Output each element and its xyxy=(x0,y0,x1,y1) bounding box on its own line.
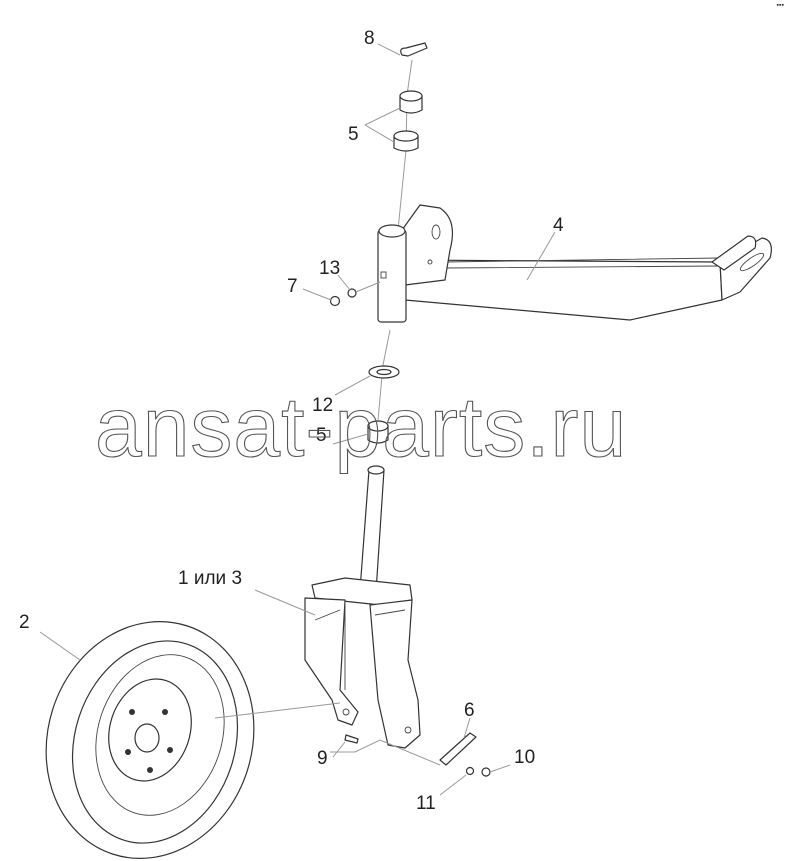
label-10: 10 xyxy=(514,747,535,768)
part-4-frame-arm xyxy=(377,204,772,323)
part-5-bushing-lower xyxy=(393,130,419,152)
label-12: 12 xyxy=(312,395,333,416)
corner-mark: ▪▪▪ xyxy=(776,2,784,9)
label-2: 2 xyxy=(19,612,30,633)
fork-shaft xyxy=(359,465,385,593)
label-5-lower: 5 xyxy=(316,425,327,446)
label-9: 9 xyxy=(317,748,328,769)
label-4: 4 xyxy=(553,215,564,236)
part-2-wheel xyxy=(45,621,255,859)
part-5-bushing-upper xyxy=(399,90,423,114)
label-6: 6 xyxy=(464,700,475,721)
label-11: 11 xyxy=(416,793,436,814)
part-11-washer xyxy=(465,766,475,776)
assembly-axis-line xyxy=(377,59,413,421)
label-13: 13 xyxy=(319,258,340,279)
part-6-plate xyxy=(439,732,477,766)
part-5-bushing-shaft xyxy=(367,420,389,444)
label-1-or-3: 1 или 3 xyxy=(178,568,242,589)
part-13-grease-fitting xyxy=(347,288,357,298)
part-9-bolt xyxy=(344,734,359,744)
leader-lines xyxy=(39,43,556,796)
part-8-pin xyxy=(400,42,428,57)
watermark: ansat-parts.ru xyxy=(95,380,627,474)
axle-line xyxy=(214,702,441,766)
label-5-upper: 5 xyxy=(348,124,359,145)
part-10-nut xyxy=(481,767,491,777)
label-7: 7 xyxy=(287,276,298,297)
part-1-or-3-fork xyxy=(304,577,421,749)
label-8: 8 xyxy=(364,28,375,49)
part-12-washer xyxy=(368,365,400,379)
part-7-cap xyxy=(329,295,341,307)
